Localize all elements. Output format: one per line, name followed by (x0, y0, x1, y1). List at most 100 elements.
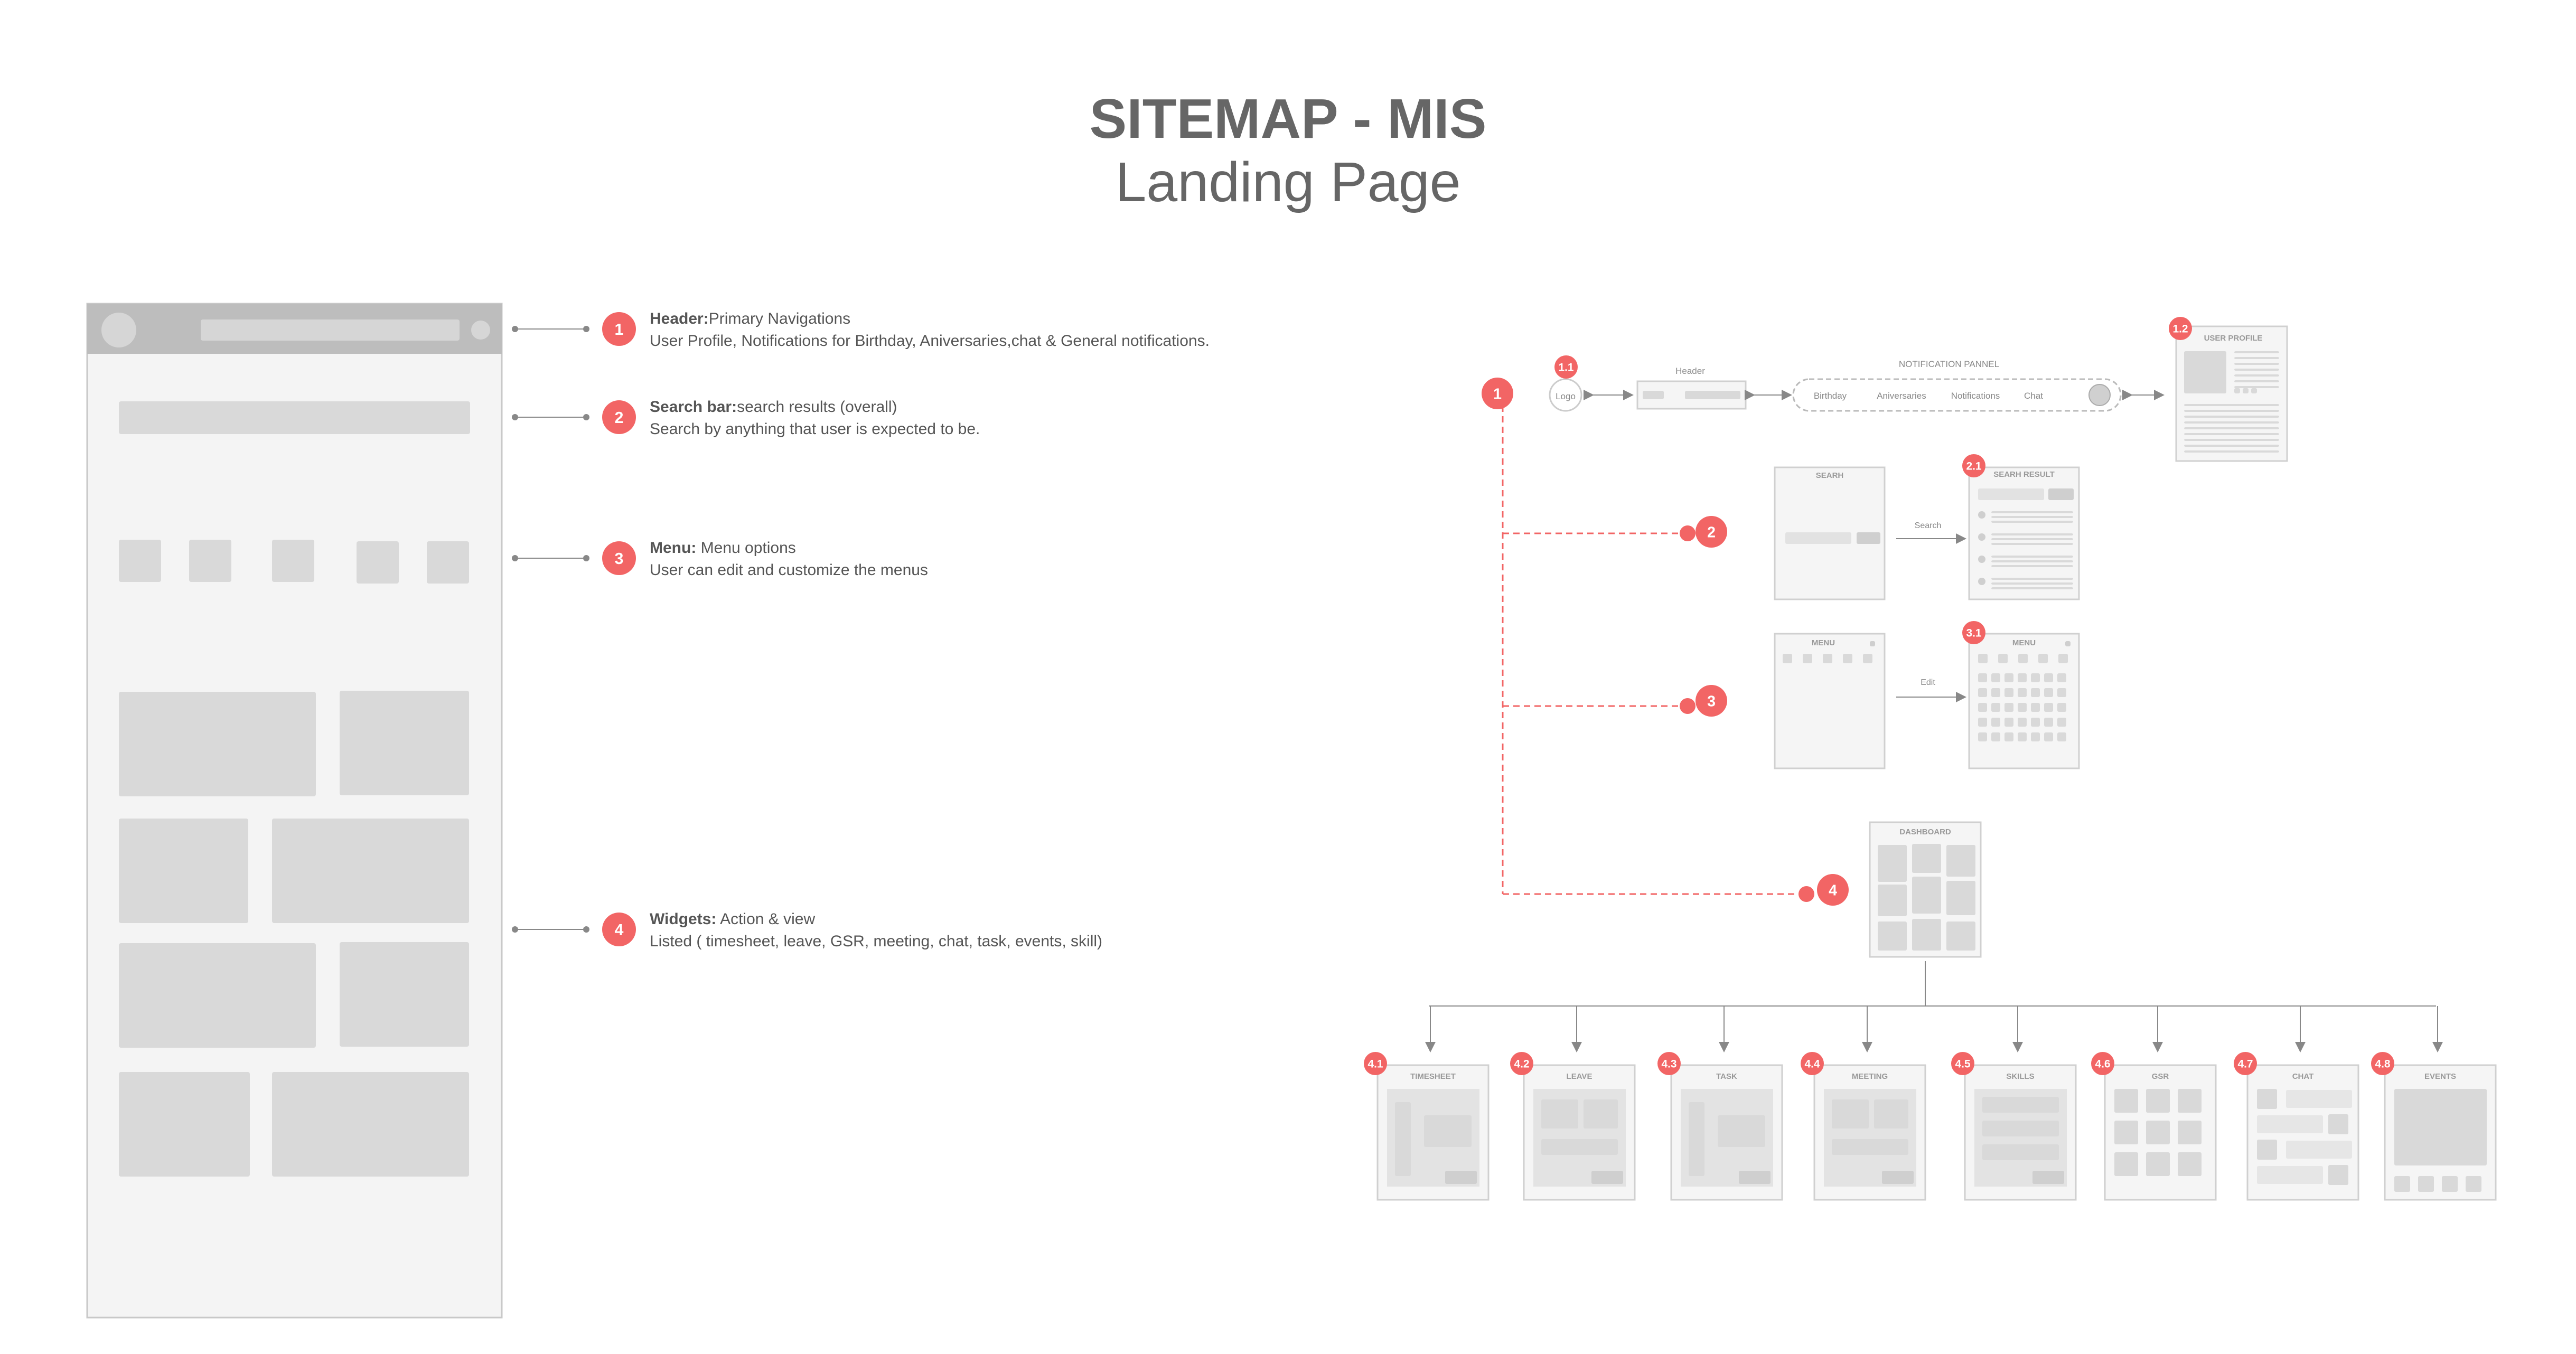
gsr-cell (2178, 1121, 2202, 1144)
badge-circle (1962, 621, 1985, 644)
annotation-description: Listed ( timesheet, leave, GSR, meeting,… (650, 933, 1102, 950)
dash-tile (1878, 922, 1907, 951)
annotation-heading-bold: Menu: (650, 539, 696, 557)
badge-label: 1 (1493, 386, 1502, 403)
menu-edit-item-block (2038, 654, 2048, 663)
annotation-heading-rest: search results (overall) (737, 398, 897, 416)
result-line (1991, 582, 2073, 585)
logo-node (1549, 378, 1582, 412)
profile-line (2234, 386, 2279, 388)
node-3-badge: 3 (1696, 685, 1727, 717)
badge-label: 4.5 (1955, 1058, 1970, 1070)
widget-label: TIMESHEET (1410, 1072, 1456, 1081)
result-line (1991, 538, 2073, 540)
menu-grid-cell (2004, 688, 2013, 697)
menu-grid-cell (2004, 703, 2013, 712)
menu-grid-cell (2057, 673, 2066, 682)
header-bar-placeholder (201, 319, 460, 341)
badge-label: 1.2 (2172, 323, 2188, 335)
widget-badge: 4.6 (2091, 1052, 2114, 1075)
result-input-block (1978, 488, 2044, 500)
widget-label: SKILLS (2006, 1072, 2034, 1081)
result-line (1991, 560, 2073, 562)
menu-grid-cell (2044, 732, 2053, 741)
header-icon-placeholder (471, 321, 490, 340)
avatar-placeholder (101, 313, 136, 347)
badge-label: 1.1 (1558, 362, 1573, 374)
result-line (1991, 511, 2073, 513)
search-bar-placeholder (119, 401, 470, 434)
menu-grid-cell (2031, 688, 2040, 697)
widget-col (1395, 1102, 1411, 1176)
dash-tile (1878, 845, 1907, 882)
menu-edit-settings-icon (2065, 641, 2071, 646)
chat-avatar (2257, 1140, 2277, 1160)
widget-col (1689, 1102, 1704, 1176)
profile-text-line (2184, 416, 2279, 418)
menu-grid-cell (2057, 718, 2066, 727)
gsr-cell (2146, 1089, 2170, 1113)
menu-grid-cell (2004, 718, 2013, 727)
widget-badge: 4.4 (1801, 1052, 1824, 1075)
menu-item-block (1863, 654, 1872, 663)
menu-edit-label: MENU (2012, 638, 2036, 647)
badge-label: 4 (615, 921, 624, 939)
annotation-heading-bold: Search bar: (650, 398, 737, 416)
node-1-badge: 1 (1482, 378, 1513, 409)
search-action-label: Search (1915, 521, 1942, 530)
menu-label: MENU (1812, 638, 1835, 647)
menu-grid-cell (2031, 718, 2040, 727)
menu-grid-cell (2031, 732, 2040, 741)
menu-grid-cell (2044, 673, 2053, 682)
widget-badge: 4.5 (1951, 1052, 1974, 1075)
badge-label: 4.8 (2375, 1058, 2390, 1070)
menu-grid-cell (1991, 718, 2000, 727)
menu-grid-cell (2018, 703, 2027, 712)
annotation-connectors (512, 326, 589, 933)
menu-grid-cell (1991, 688, 2000, 697)
dash-tile (1946, 881, 1975, 915)
widget-badge: 4.7 (2234, 1052, 2257, 1075)
menu-grid-cell (1991, 673, 2000, 682)
gsr-cell (2114, 1089, 2138, 1113)
badge-circle (1482, 378, 1513, 409)
landing-wireframe (86, 303, 503, 1319)
widget-block (1541, 1099, 1578, 1129)
profile-line (2234, 357, 2279, 359)
annotation-heading: Menu: Menu options (650, 539, 796, 557)
menu-settings-icon (1870, 641, 1875, 646)
badge-circle (1364, 1052, 1387, 1075)
profile-dot (2234, 388, 2240, 393)
menu-grid-cell (1978, 673, 1987, 682)
search-button-block (1857, 532, 1880, 544)
menu-grid-cell (2018, 688, 2027, 697)
result-line (1991, 587, 2073, 589)
result-line (1991, 556, 2073, 558)
menu-grid-cell (2018, 732, 2027, 741)
badge-label: 3.1 (1966, 627, 1981, 640)
page-title: SITEMAP - MIS (1089, 88, 1487, 150)
chat-avatar (2257, 1089, 2277, 1109)
widget-badge: 4.2 (1510, 1052, 1533, 1075)
badge-label: 4.3 (1661, 1058, 1676, 1070)
annotation-heading-rest: Action & view (716, 910, 815, 928)
annotation-heading: Widgets: Action & view (650, 910, 815, 928)
chat-avatar (2328, 1165, 2348, 1185)
annotation-badge: 4 (602, 913, 636, 946)
widget-button (1882, 1171, 1914, 1184)
event-action (2466, 1176, 2481, 1192)
profile-text-line (2184, 404, 2279, 406)
gsr-cell (2114, 1121, 2138, 1144)
widget-placeholders (119, 691, 469, 1177)
logo-label: Logo (1556, 391, 1576, 401)
node-2-badge: 2 (1696, 516, 1727, 548)
profile-text-line (2184, 421, 2279, 424)
badge-circle (2091, 1052, 2114, 1075)
profile-text-line (2184, 410, 2279, 412)
widget-badge: 4.8 (2371, 1052, 2394, 1075)
user-profile-node (2175, 325, 2288, 462)
